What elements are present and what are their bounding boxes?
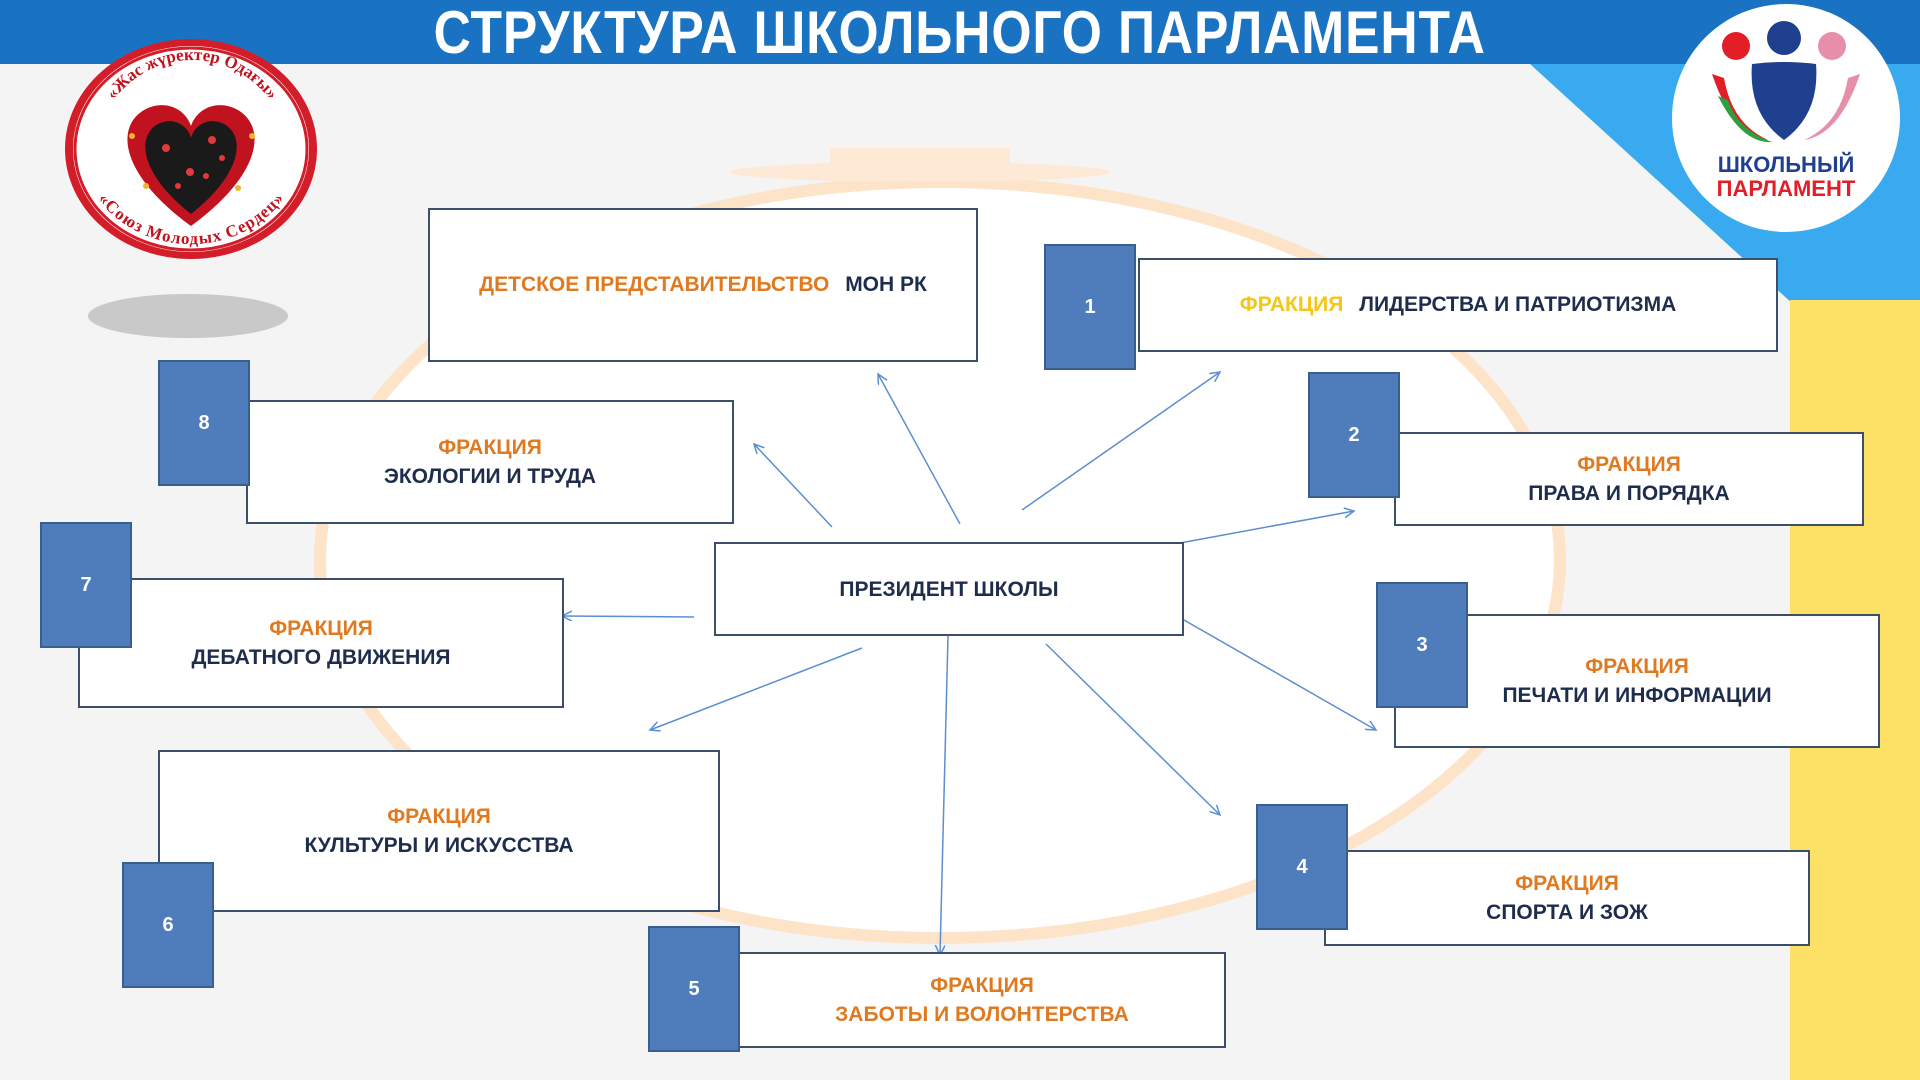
faction-7-box: ФРАКЦИЯ ДЕБАТНОГО ДВИЖЕНИЯ bbox=[78, 578, 564, 708]
faction-8-box: ФРАКЦИЯ ЭКОЛОГИИ И ТРУДА bbox=[246, 400, 734, 524]
faction-2-number: 2 bbox=[1308, 372, 1400, 498]
arrow-to-faction-7 bbox=[562, 616, 695, 617]
union-of-young-hearts-logo: «Жас жүректер Одағы» «Союз Молодых Серде… bbox=[62, 36, 320, 262]
faction-5-box: ФРАКЦИЯ ЗАБОТЫ И ВОЛОНТЕРСТВА bbox=[738, 952, 1226, 1048]
logo-right-line1: ШКОЛЬНЫЙ bbox=[1717, 152, 1855, 177]
title-bar: СТРУКТУРА ШКОЛЬНОГО ПАРЛАМЕНТА bbox=[0, 0, 1920, 66]
faction-3-box: ФРАКЦИЯ ПЕЧАТИ И ИНФОРМАЦИИ bbox=[1394, 614, 1880, 748]
president-box: ПРЕЗИДЕНТ ШКОЛЫ bbox=[714, 542, 1184, 636]
representation-ministry: МОН РК bbox=[845, 273, 927, 296]
arrow-to-faction-4 bbox=[1045, 643, 1220, 815]
people-figures-icon bbox=[1712, 21, 1860, 143]
faction-6-box: ФРАКЦИЯ КУЛЬТУРЫ И ИСКУССТВА bbox=[158, 750, 720, 912]
arrow-to-faction-6 bbox=[650, 647, 863, 730]
arrow-to-faction-1 bbox=[1021, 372, 1220, 511]
faction-1-title: ФРАКЦИЯ bbox=[1239, 293, 1344, 316]
faction-4-title: ФРАКЦИЯ bbox=[1515, 872, 1619, 895]
representation-box: ДЕТСКОЕ ПРЕДСТАВИТЕЛЬСТВО МОН РК bbox=[428, 208, 978, 362]
faction-5-number: 5 bbox=[648, 926, 740, 1052]
faction-3-number: 3 bbox=[1376, 582, 1468, 708]
faction-2-name: ПРАВА И ПОРЯДКА bbox=[1528, 482, 1730, 505]
arrow-to-faction-8 bbox=[754, 444, 833, 528]
faction-7-title: ФРАКЦИЯ bbox=[269, 617, 373, 640]
faction-6-name: КУЛЬТУРЫ И ИСКУССТВА bbox=[304, 834, 574, 857]
faction-2-box: ФРАКЦИЯ ПРАВА И ПОРЯДКА bbox=[1394, 432, 1864, 526]
faction-3-title: ФРАКЦИЯ bbox=[1585, 655, 1689, 678]
faction-6-title: ФРАКЦИЯ bbox=[387, 805, 491, 828]
faction-1-box: ФРАКЦИЯ ЛИДЕРСТВА И ПАТРИОТИЗМА bbox=[1138, 258, 1778, 352]
faction-8-title: ФРАКЦИЯ bbox=[438, 436, 542, 459]
connector-arrows bbox=[562, 372, 1376, 955]
faction-4-box: ФРАКЦИЯ СПОРТА И ЗОЖ bbox=[1324, 850, 1810, 946]
faction-8-number: 8 bbox=[158, 360, 250, 486]
faction-4-name: СПОРТА И ЗОЖ bbox=[1486, 901, 1648, 924]
arrow-to-faction-5 bbox=[940, 635, 949, 955]
faction-4-number: 4 bbox=[1256, 804, 1348, 930]
faction-3-name: ПЕЧАТИ И ИНФОРМАЦИИ bbox=[1502, 684, 1772, 707]
faction-1-number: 1 bbox=[1044, 244, 1136, 370]
page-title: СТРУКТУРА ШКОЛЬНОГО ПАРЛАМЕНТА bbox=[433, 0, 1487, 66]
faction-5-title: ФРАКЦИЯ bbox=[930, 974, 1034, 997]
faction-1-name: ЛИДЕРСТВА И ПАТРИОТИЗМА bbox=[1359, 293, 1677, 316]
faction-7-name: ДЕБАТНОГО ДВИЖЕНИЯ bbox=[191, 646, 451, 669]
representation-label: ДЕТСКОЕ ПРЕДСТАВИТЕЛЬСТВО bbox=[479, 273, 830, 296]
faction-5-name: ЗАБОТЫ И ВОЛОНТЕРСТВА bbox=[835, 1003, 1129, 1026]
arrow-to-faction-2 bbox=[1179, 511, 1354, 544]
logo-right-line2: ПАРЛАМЕНТ bbox=[1716, 176, 1856, 201]
school-parliament-logo: ШКОЛЬНЫЙ ПАРЛАМЕНТ bbox=[1672, 4, 1900, 232]
president-label: ПРЕЗИДЕНТ ШКОЛЫ bbox=[839, 577, 1059, 601]
faction-7-number: 7 bbox=[40, 522, 132, 648]
arrow-to-faction-3 bbox=[1183, 619, 1376, 730]
arrow-to-representation bbox=[878, 374, 961, 525]
faction-6-number: 6 bbox=[122, 862, 214, 988]
top-glow-base bbox=[730, 162, 1110, 182]
logo-shadow bbox=[88, 294, 288, 338]
faction-2-title: ФРАКЦИЯ bbox=[1577, 453, 1681, 476]
faction-8-name: ЭКОЛОГИИ И ТРУДА bbox=[383, 465, 597, 488]
